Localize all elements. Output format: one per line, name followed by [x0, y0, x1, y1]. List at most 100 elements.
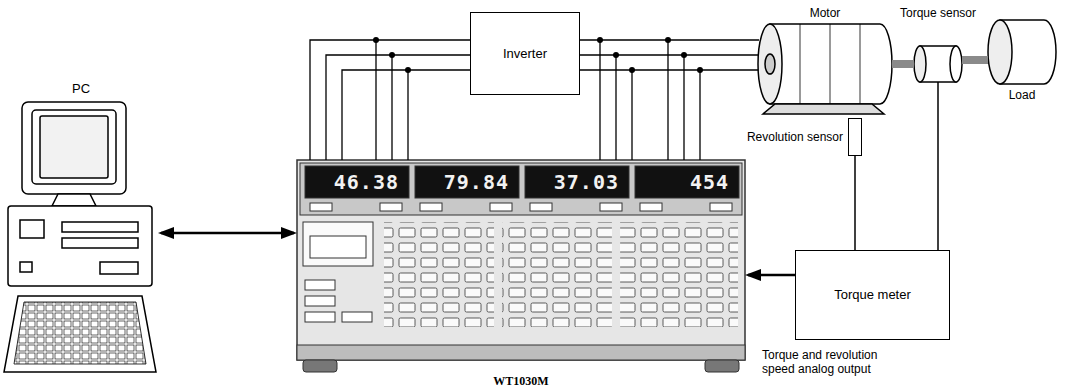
motor-illustration	[758, 24, 892, 114]
pc-illustration	[4, 296, 156, 372]
pc-illustration	[22, 102, 126, 194]
pc-illustration	[20, 220, 44, 238]
junction-dot	[597, 37, 603, 43]
pc-illustration	[52, 194, 96, 206]
power-meter-illustration	[380, 203, 402, 211]
power-wiring	[683, 55, 684, 160]
pc-illustration	[32, 110, 116, 184]
power-wiring	[310, 40, 470, 160]
power-meter-illustration	[490, 203, 512, 211]
box-label: Inverter	[503, 46, 547, 62]
signal-wire	[854, 156, 856, 250]
junction-dot	[665, 37, 671, 43]
pc: PC	[4, 100, 158, 374]
power-meter-illustration	[305, 296, 335, 306]
box-label: Torque meter	[834, 287, 911, 303]
power-meter-illustration	[297, 345, 745, 360]
power-wiring	[699, 70, 700, 160]
power-wiring	[599, 40, 600, 160]
motor-illustration	[800, 24, 860, 104]
load: Load	[988, 20, 1056, 84]
inverter-box: Inverter	[470, 12, 580, 95]
power-meter-illustration	[620, 222, 738, 327]
torque-meter-box: Torque meter	[795, 250, 950, 340]
pc-illustration	[100, 262, 138, 274]
load-illustration	[988, 20, 1056, 84]
display-reading: 79.84	[415, 166, 519, 198]
power-meter-illustration	[303, 360, 337, 372]
power-meter-illustration	[297, 160, 745, 372]
pc-illustration	[14, 302, 146, 364]
part-label: Motor	[810, 6, 841, 20]
signal-wire	[937, 82, 939, 250]
power-wiring	[631, 70, 632, 160]
power-meter-illustration	[300, 163, 742, 215]
power-meter-illustration	[305, 166, 409, 198]
part-label: Load	[1009, 88, 1036, 102]
pc-illustration	[40, 116, 108, 178]
power-meter-illustration	[305, 280, 335, 290]
power-meter-illustration	[303, 222, 373, 266]
motor: Motor	[758, 24, 892, 104]
power-wiring	[615, 55, 616, 160]
power-meter-illustration	[705, 360, 739, 372]
torque-sensor-illustration	[914, 46, 962, 82]
data-link-arrow	[161, 232, 294, 235]
power-wiring	[310, 40, 759, 160]
junction-dot	[697, 67, 703, 73]
shaft	[962, 56, 988, 64]
pc-illustration	[62, 238, 138, 248]
display-reading: 454	[635, 166, 739, 198]
part-label: PC	[72, 81, 90, 97]
power-meter-illustration	[525, 166, 629, 198]
power-meter-illustration	[305, 312, 335, 322]
power-meter-illustration	[635, 166, 739, 198]
pc-illustration	[20, 262, 32, 272]
junction-dot	[629, 67, 635, 73]
power-wiring	[326, 55, 470, 160]
power-meter-illustration	[710, 203, 732, 211]
power-meter-illustration	[530, 203, 552, 211]
motor-illustration	[758, 24, 782, 104]
display-reading: 46.38	[305, 166, 409, 198]
pc-illustration	[62, 222, 138, 232]
junction-dot	[405, 67, 411, 73]
power-meter-illustration	[310, 236, 366, 258]
power-wiring	[580, 69, 759, 70]
power-wiring	[667, 40, 668, 160]
pc-illustration	[8, 206, 152, 286]
shaft	[892, 60, 914, 68]
signal-note: Torque and revolution speed analog outpu…	[762, 348, 902, 376]
power-wiring	[342, 70, 470, 160]
motor-illustration	[763, 104, 884, 114]
power-wiring	[375, 40, 376, 160]
motor-illustration	[765, 54, 775, 74]
model-name: WT1030M	[493, 374, 548, 388]
revolution-sensor: Revolution sensor	[848, 118, 862, 156]
pc-illustration	[4, 102, 156, 372]
analog-signal-arrow	[748, 274, 795, 277]
torque-sensor-illustration	[914, 46, 926, 82]
power-meter-illustration	[310, 203, 332, 211]
power-meter-illustration	[420, 203, 442, 211]
motor-illustration	[770, 24, 892, 104]
junction-dot	[389, 52, 395, 58]
torque-sensor: Torque sensor	[914, 46, 962, 82]
power-wiring	[391, 55, 392, 160]
load-illustration	[988, 20, 1012, 84]
power-wire	[580, 54, 758, 55]
power-meter-illustration	[384, 222, 494, 327]
power-meter-illustration	[502, 222, 612, 327]
power-meter-illustration	[297, 160, 745, 360]
power-meter-illustration	[342, 312, 372, 322]
junction-dot	[373, 37, 379, 43]
power-meter-illustration	[600, 203, 622, 211]
display-reading: 37.03	[525, 166, 629, 198]
part-label: Torque sensor	[900, 6, 976, 20]
part-label: Revolution sensor	[747, 130, 843, 144]
power-wiring	[407, 70, 408, 160]
power-meter-illustration	[640, 203, 662, 211]
